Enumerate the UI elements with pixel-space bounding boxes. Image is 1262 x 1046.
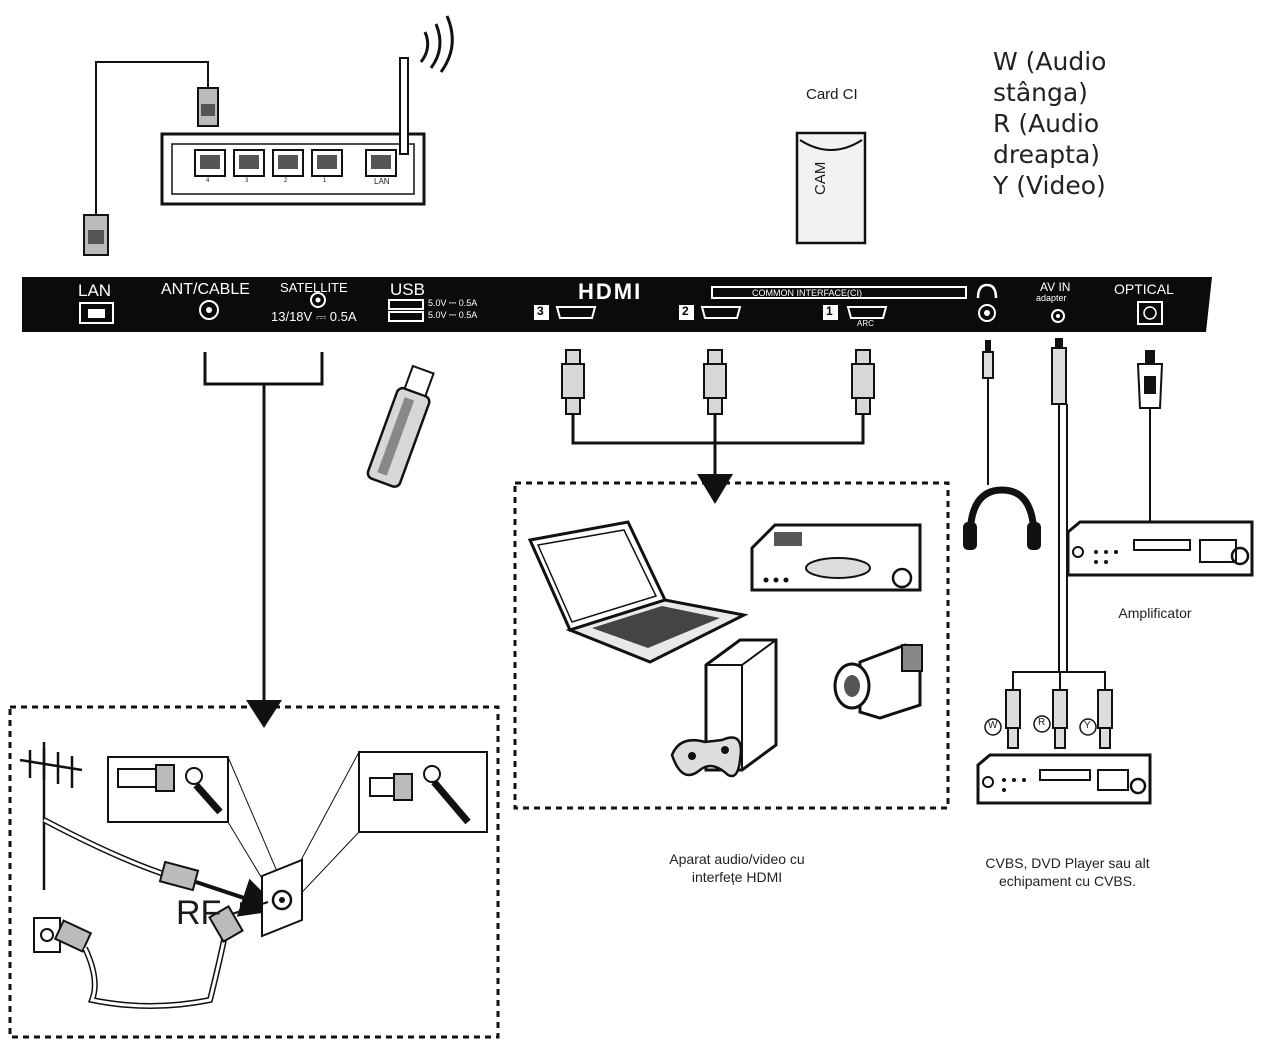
common-interface-label: COMMON INTERFACE(CI) — [752, 288, 862, 298]
rca-tag-white: W — [988, 720, 998, 731]
tv-rf-socket — [261, 858, 303, 938]
cvbs-dvd-player-icon — [976, 753, 1152, 805]
router-port-number: 1 — [323, 178, 327, 184]
usb-rating: 5.0V ⎓ 0.5A — [428, 310, 478, 320]
router-port-number: 4 — [206, 178, 210, 184]
zoom-detail-right — [358, 751, 488, 833]
ethernet-cable — [83, 61, 219, 256]
legend-line: Y (Video) — [993, 171, 1106, 200]
satellite-rating: 13/18V ⎓ 0.5A — [271, 309, 357, 324]
router-port-number: 3 — [245, 178, 249, 184]
ant-cable-label: ANT/CABLE — [161, 281, 250, 298]
usb-stick-icon — [366, 364, 435, 488]
amplifier-icon — [1066, 520, 1254, 577]
game-console-icon — [670, 638, 778, 778]
headphones-icon — [963, 486, 1041, 550]
rca-plug-icon — [1005, 689, 1113, 749]
hdmi-port-number: 3 — [537, 304, 544, 318]
adapter-label: adapter — [1036, 293, 1067, 303]
arrow-down-icon — [246, 700, 282, 728]
optical-label: OPTICAL — [1114, 281, 1174, 297]
av-in-label: AV IN — [1040, 280, 1071, 294]
legend-line: stânga) — [993, 78, 1088, 107]
ant-bracket — [203, 352, 324, 700]
legend-line: dreapta) — [993, 140, 1101, 169]
cam-card-icon — [795, 131, 867, 245]
headphone-cable — [982, 340, 994, 485]
legend-line: R (Audio — [993, 109, 1100, 138]
amplifier-caption: Amplificator — [1118, 605, 1192, 621]
router-port-number: 2 — [284, 178, 288, 184]
satellite-label: SATELLITE — [280, 280, 348, 295]
hdmi-devices-caption: Aparat audio/video cu interfețe HDMI — [669, 851, 805, 885]
arrow-down-icon — [697, 474, 733, 504]
arc-label: ARC — [857, 319, 874, 328]
optical-plug-icon — [1136, 350, 1164, 522]
wall-socket-icon — [33, 917, 93, 953]
lan-port-label: LAN — [78, 281, 112, 300]
hdmi-logo: HDMI — [578, 279, 643, 304]
dvd-player-icon — [750, 523, 922, 592]
camcorder-icon — [833, 643, 923, 720]
router-lan-label: LAN — [374, 177, 390, 186]
hdmi-devices-box — [513, 481, 950, 810]
rca-tag-yellow: Y — [1084, 720, 1091, 731]
hdmi-port-number: 2 — [682, 304, 689, 318]
usb-rating: 5.0V ⎓ 0.5A — [428, 298, 478, 308]
usb-label: USB — [390, 280, 425, 299]
rf-label: RF — [176, 894, 222, 932]
cam-text: CAM — [812, 161, 829, 195]
hdmi-port-number: 1 — [826, 304, 833, 318]
card-ci-label: Card CI — [806, 86, 858, 103]
cvbs-caption: CVBS, DVD Player sau alt echipament cu C… — [985, 855, 1150, 889]
rf-connection-box — [8, 705, 500, 1039]
rca-color-legend: W (Audio stânga) R (Audio dreapta) Y (Vi… — [993, 46, 1106, 201]
legend-line: W (Audio — [993, 47, 1107, 76]
laptop-icon — [527, 520, 749, 664]
wifi-router-icon — [160, 15, 454, 206]
zoom-detail-left — [107, 756, 229, 823]
rca-tag-red: R — [1038, 717, 1046, 728]
av-cable — [1012, 338, 1106, 690]
tv-back-panel — [22, 277, 1212, 332]
antenna-icon — [19, 742, 83, 890]
hdmi-plug-icon — [561, 349, 875, 415]
